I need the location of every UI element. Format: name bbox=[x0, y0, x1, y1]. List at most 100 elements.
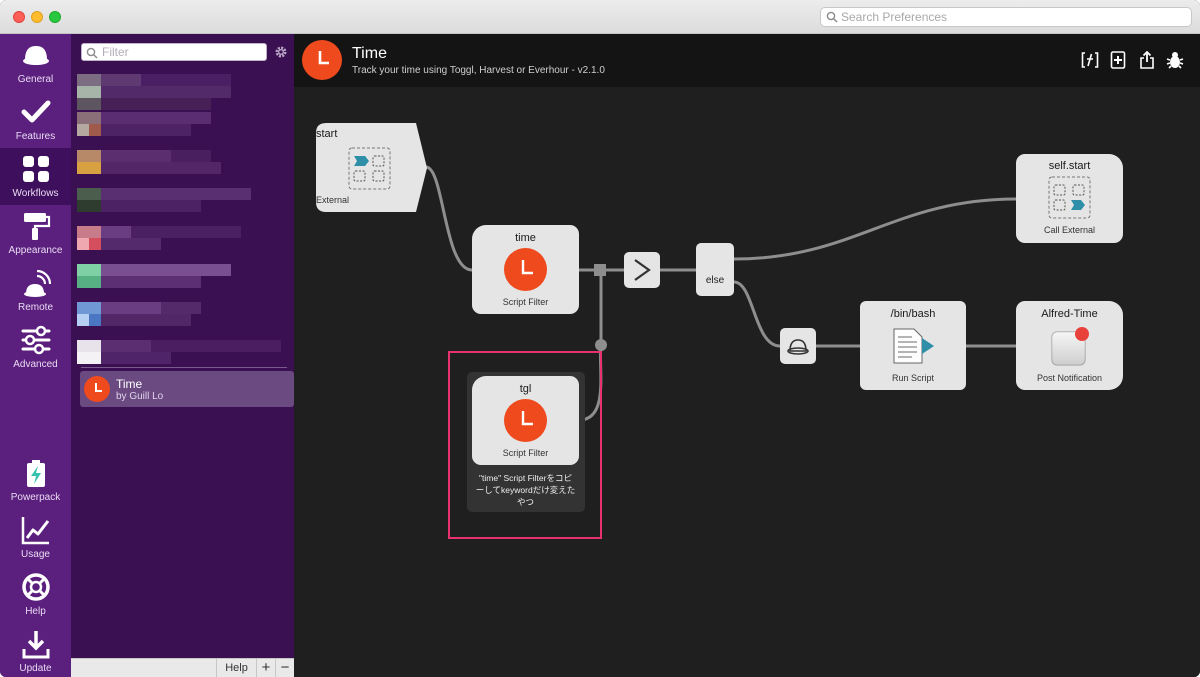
download-icon bbox=[22, 631, 50, 659]
node-run-script-title: /bin/bash bbox=[890, 308, 936, 320]
nav-usage[interactable]: Usage bbox=[0, 509, 71, 566]
nav-help-label: Help bbox=[25, 606, 46, 617]
add-object-icon[interactable] bbox=[1110, 51, 1126, 69]
paint-roller-icon bbox=[24, 213, 51, 240]
nav-usage-label: Usage bbox=[21, 549, 50, 560]
nav-help[interactable]: Help bbox=[0, 566, 71, 623]
list-item[interactable] bbox=[77, 302, 288, 340]
list-item[interactable] bbox=[77, 188, 288, 226]
nav-appearance-label: Appearance bbox=[8, 245, 63, 256]
search-icon bbox=[86, 47, 98, 59]
node-start[interactable] bbox=[316, 123, 428, 213]
node-greater-than[interactable] bbox=[624, 252, 660, 288]
search-preferences-input[interactable] bbox=[841, 10, 1181, 24]
bug-icon[interactable] bbox=[1166, 51, 1184, 69]
node-self-start-title: self.start bbox=[1048, 160, 1091, 172]
node-time[interactable]: time Script Filter bbox=[472, 225, 579, 314]
variables-icon[interactable] bbox=[1081, 51, 1099, 69]
node-post-notification[interactable]: Alfred-Time Post Notification bbox=[1016, 301, 1123, 390]
list-item[interactable] bbox=[77, 226, 288, 264]
node-conditional-else: else bbox=[705, 275, 725, 286]
clock-icon bbox=[504, 399, 547, 442]
node-time-type: Script Filter bbox=[502, 297, 549, 307]
nav-features-label: Features bbox=[15, 131, 56, 142]
chevron-right-icon bbox=[634, 259, 651, 281]
list-separator bbox=[81, 367, 287, 368]
remove-workflow-button[interactable]: − bbox=[275, 659, 294, 677]
nav-workflows[interactable]: Workflows bbox=[0, 148, 71, 205]
gear-icon[interactable] bbox=[274, 45, 288, 59]
sliders-icon bbox=[21, 325, 51, 355]
highlight-box bbox=[448, 351, 602, 539]
workflow-item-name: Time bbox=[116, 377, 143, 391]
close-window-button[interactable] bbox=[13, 11, 25, 23]
workflow-title: Time bbox=[352, 45, 387, 62]
list-item[interactable] bbox=[77, 264, 288, 302]
list-item[interactable] bbox=[77, 340, 288, 366]
node-alfred-hat[interactable] bbox=[780, 328, 816, 364]
nav-remote[interactable]: Remote bbox=[0, 262, 71, 319]
search-preferences-field[interactable] bbox=[820, 7, 1192, 27]
workflow-filter-input[interactable] bbox=[102, 45, 262, 59]
nav-general[interactable]: General bbox=[0, 34, 71, 91]
workflow-item-author: by Guill Lo bbox=[116, 391, 164, 402]
node-run-script[interactable]: /bin/bash Run Script bbox=[860, 301, 966, 390]
node-tgl[interactable]: tgl Script Filter bbox=[472, 376, 579, 465]
workflow-header: Time Track your time using Toggl, Harves… bbox=[294, 34, 1200, 87]
node-post-notification-title: Alfred-Time bbox=[1041, 308, 1098, 320]
script-document-icon bbox=[893, 328, 934, 364]
workflow-item-time[interactable]: Time by Guill Lo bbox=[80, 371, 294, 407]
node-tgl-note-text: "time" Script Filterをコピーしてkeywordだけ変えたやつ bbox=[475, 473, 576, 507]
list-item[interactable] bbox=[77, 74, 288, 112]
node-start-title: start bbox=[316, 128, 338, 140]
clock-icon bbox=[302, 40, 342, 80]
nav-powerpack[interactable]: Powerpack bbox=[0, 452, 71, 509]
lifebuoy-icon bbox=[22, 573, 50, 601]
workflow-filter-field[interactable] bbox=[81, 43, 267, 61]
remote-hat-icon bbox=[24, 269, 51, 297]
preferences-sidebar: General Features Workflows Appearance Re… bbox=[0, 34, 71, 677]
nav-powerpack-label: Powerpack bbox=[10, 492, 61, 503]
search-icon bbox=[826, 11, 838, 23]
node-conditional[interactable]: else bbox=[696, 243, 734, 296]
clock-icon bbox=[504, 248, 547, 291]
nav-update[interactable]: Update bbox=[0, 623, 71, 677]
nav-advanced-label: Advanced bbox=[13, 359, 58, 370]
battery-bolt-icon bbox=[27, 460, 45, 487]
nav-appearance[interactable]: Appearance bbox=[0, 205, 71, 262]
list-item[interactable] bbox=[77, 150, 288, 188]
notification-icon bbox=[1051, 327, 1089, 366]
checkmark-icon bbox=[21, 100, 51, 123]
help-button[interactable]: Help bbox=[216, 659, 256, 677]
nav-update-label: Update bbox=[19, 663, 52, 674]
hat-icon bbox=[787, 339, 809, 355]
share-icon[interactable] bbox=[1139, 51, 1155, 69]
hat-icon bbox=[23, 46, 49, 65]
node-tgl-type: Script Filter bbox=[502, 448, 549, 458]
nav-general-label: General bbox=[17, 74, 54, 85]
node-post-notification-type: Post Notification bbox=[1036, 373, 1103, 383]
nav-workflows-label: Workflows bbox=[12, 188, 59, 199]
external-trigger-icon bbox=[348, 147, 391, 190]
grid-icon bbox=[23, 156, 49, 182]
zoom-window-button[interactable] bbox=[49, 11, 61, 23]
workflow-subtitle: Track your time using Toggl, Harvest or … bbox=[352, 65, 605, 76]
nav-advanced[interactable]: Advanced bbox=[0, 319, 71, 376]
node-self-start[interactable]: self.start Call External bbox=[1016, 154, 1123, 243]
connection-wires bbox=[425, 165, 1017, 422]
list-item[interactable] bbox=[77, 112, 288, 150]
add-workflow-button[interactable]: + bbox=[256, 659, 275, 677]
title-bar bbox=[0, 0, 1200, 34]
workflow-canvas[interactable]: start External time Script Filter else bbox=[294, 87, 1200, 677]
node-run-script-type: Run Script bbox=[891, 373, 935, 383]
minimize-window-button[interactable] bbox=[31, 11, 43, 23]
node-start-type: External bbox=[316, 195, 350, 205]
call-external-icon bbox=[1048, 176, 1091, 219]
nav-features[interactable]: Features bbox=[0, 91, 71, 148]
clock-icon bbox=[84, 376, 110, 402]
workflow-list-panel: Time by Guill Lo Help + − bbox=[71, 34, 294, 677]
blurred-workflow-entries bbox=[77, 74, 288, 366]
node-self-start-type: Call External bbox=[1043, 225, 1096, 235]
nav-remote-label: Remote bbox=[17, 302, 53, 313]
